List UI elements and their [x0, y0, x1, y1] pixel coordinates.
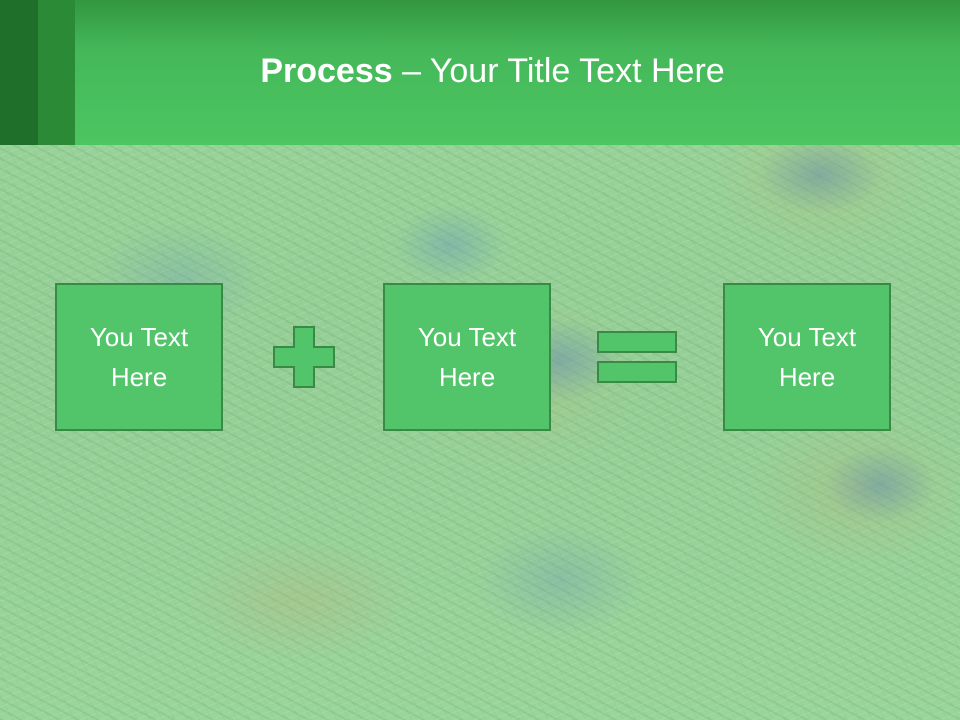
- process-result-box[interactable]: You Text Here: [723, 283, 891, 431]
- accent-stripe-dark: [0, 0, 38, 145]
- slide-title-rest: – Your Title Text Here: [392, 52, 725, 90]
- step-3-text-line1: You Text: [757, 322, 857, 352]
- step-1-text-line1: You Text: [89, 322, 189, 352]
- step-2-text-line1: You Text: [417, 322, 517, 352]
- plus-icon: [273, 326, 335, 388]
- step-1-text-line2: Here: [110, 362, 168, 392]
- slide-title[interactable]: Process – Your Title Text Here: [0, 52, 960, 91]
- title-bar: Process – Your Title Text Here: [0, 0, 960, 145]
- process-step-2-box[interactable]: You Text Here: [383, 283, 551, 431]
- equals-icon: [597, 331, 677, 383]
- slide-title-bold: Process: [260, 52, 393, 90]
- accent-stripe-medium: [38, 0, 75, 145]
- process-step-1-box[interactable]: You Text Here: [55, 283, 223, 431]
- step-3-text-line2: Here: [778, 362, 836, 392]
- step-2-text-line2: Here: [438, 362, 496, 392]
